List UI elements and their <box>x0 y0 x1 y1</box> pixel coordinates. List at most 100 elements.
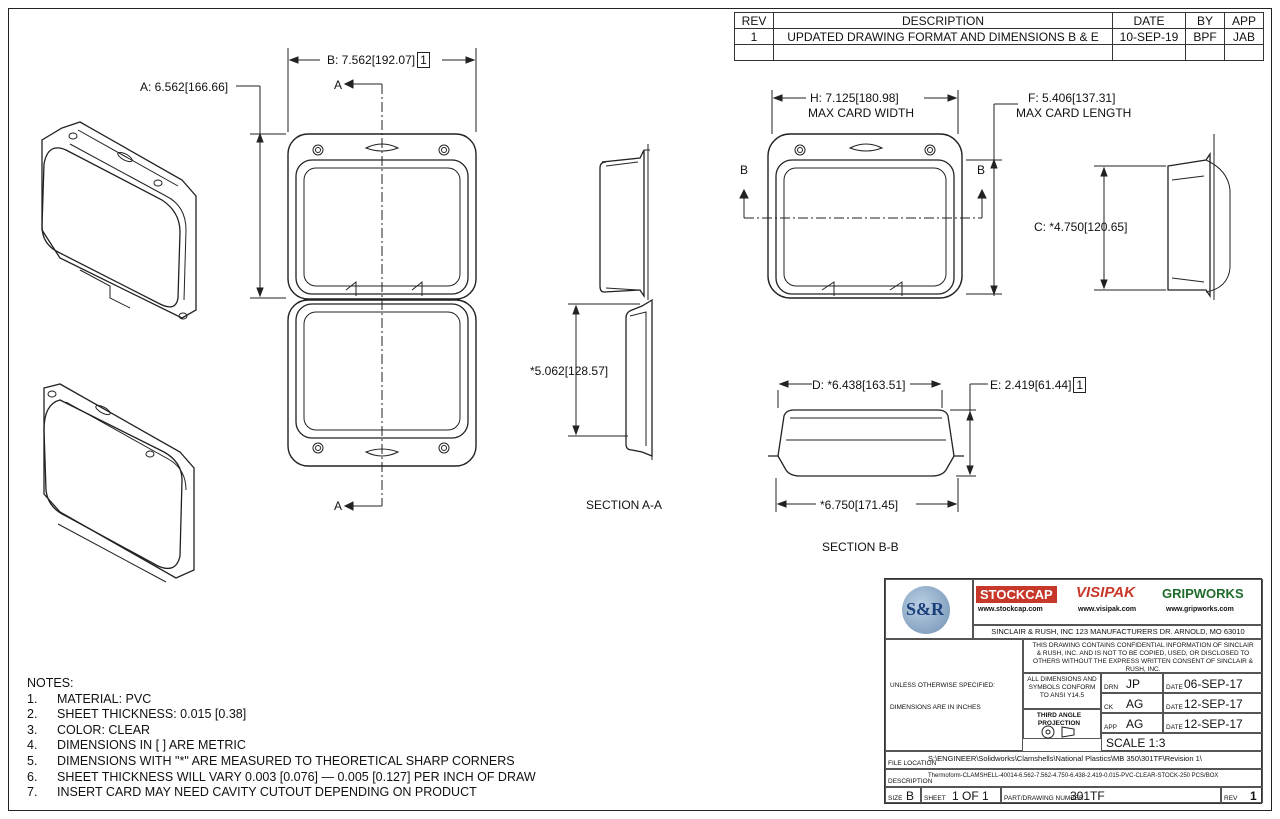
part-number-label: PART/DRAWING NUMBER <box>1004 795 1084 802</box>
dim-h-lines <box>771 90 959 134</box>
part-description: Thermoform-CLAMSHELL-40014-6.562-7.562-4… <box>928 773 1219 779</box>
projection-label: THIRD ANGLE PROJECTION <box>1036 712 1082 727</box>
dim-e-label: E: 2.419[61.44]1 <box>990 377 1087 393</box>
date-label: DATE <box>1166 724 1183 731</box>
note-item: 6.SHEET THICKNESS WILL VARY 0.003 [0.076… <box>27 769 536 784</box>
date-label: DATE <box>1166 684 1183 691</box>
drn-date: 06-SEP-17 <box>1184 677 1243 691</box>
visipak-url: www.visipak.com <box>1078 606 1137 613</box>
dimensions-inches: DIMENSIONS ARE IN INCHES <box>890 704 981 711</box>
arrow-head <box>343 501 354 511</box>
drn-value: JP <box>1126 677 1141 691</box>
sr-logo: S&R <box>906 599 945 619</box>
date-label: DATE <box>1166 704 1183 711</box>
section-marker-b-left: B <box>740 163 749 177</box>
arrow-head <box>343 79 354 89</box>
sheet-cell: SHEET 1 OF 1 <box>921 787 1001 803</box>
projection-cell: THIRD ANGLE PROJECTION <box>1023 709 1101 739</box>
size-label: SIZE <box>888 795 903 802</box>
dim-b-label: B: 7.562[192.07]1 <box>327 52 430 68</box>
dim-f-sublabel: MAX CARD LENGTH <box>1016 106 1132 120</box>
section-aa-view <box>568 144 653 460</box>
dim-b-lines <box>287 48 477 132</box>
dim-depth-label: *5.062[128.57] <box>530 364 609 378</box>
side-view-right <box>1094 134 1231 300</box>
dim-a-lines <box>236 85 286 299</box>
dim-d-label: D: *6.438[163.51] <box>812 378 906 392</box>
sheet-value: 1 OF 1 <box>952 789 989 803</box>
section-marker-a-top: A <box>334 78 343 92</box>
revision-empty-row <box>734 44 1264 61</box>
tolerance-cell: UNLESS OTHERWISE SPECIFIED: DIMENSIONS A… <box>885 639 1023 751</box>
notes-block: NOTES: 1.MATERIAL: PVC 2.SHEET THICKNESS… <box>27 676 536 801</box>
note-item: 3.COLOR: CLEAR <box>27 722 151 737</box>
isometric-view-top <box>41 121 197 320</box>
drawing-sheet-border <box>8 8 1272 811</box>
stockcap-logo: STOCKCAP <box>976 586 1057 603</box>
isometric-view-bottom <box>43 383 195 583</box>
app-header: APP <box>1224 12 1264 29</box>
file-location-label: FILE LOCATION <box>888 760 937 767</box>
note-flag: 1 <box>1073 377 1087 393</box>
file-location: S:\ENGINEER\Solidworks\Clamshells\Nation… <box>928 754 1202 763</box>
section-marker-b-right: B <box>977 163 986 177</box>
section-bb-view <box>768 380 988 512</box>
notes-title: NOTES: <box>27 676 74 690</box>
gripworks-url: www.gripworks.com <box>1166 606 1234 613</box>
gripworks-logo: GRIPWORKS <box>1162 586 1244 601</box>
rev-value: 1 <box>1250 789 1257 803</box>
revision-table: REV DESCRIPTION DATE BY APP 1 UPDATED DR… <box>734 12 1264 61</box>
description-label: DESCRIPTION <box>888 778 933 785</box>
size-value: B <box>906 789 915 803</box>
brand-strip: STOCKCAP www.stockcap.com VISIPAK www.vi… <box>973 579 1263 625</box>
sheet-label: SHEET <box>924 795 946 802</box>
section-aa-label: SECTION A-A <box>586 498 663 512</box>
unless-specified: UNLESS OTHERWISE SPECIFIED: <box>890 682 995 689</box>
dim-a-label: A: 6.562[166.66] <box>140 80 229 94</box>
dim-c-label: C: *4.750[120.65] <box>1034 220 1128 234</box>
note-item: 7.INSERT CARD MAY NEED CAVITY CUTOUT DEP… <box>27 785 477 800</box>
rev-label: REV <box>1224 795 1238 802</box>
dim-f-label: F: 5.406[137.31] <box>1028 91 1116 105</box>
section-marker-a-bottom: A <box>334 499 343 513</box>
dim-overall-label: *6.750[171.45] <box>820 498 899 512</box>
title-block: S&R STOCKCAP www.stockcap.com VISIPAK ww… <box>884 578 1263 804</box>
sr-logo-cell: S&R <box>885 579 973 639</box>
confidential-notice: THIS DRAWING CONTAINS CONFIDENTIAL INFOR… <box>1023 639 1263 673</box>
ck-value: AG <box>1126 697 1144 711</box>
globe-icon <box>902 586 950 634</box>
ck-date: 12-SEP-17 <box>1184 697 1243 711</box>
note-item: 5.DIMENSIONS WITH "*" ARE MEASURED TO TH… <box>27 753 515 768</box>
note-item: 2.SHEET THICKNESS: 0.015 [0.38] <box>27 707 247 722</box>
part-number: 301TF <box>1070 789 1105 803</box>
ansi-note: ALL DIMENSIONS AND SYMBOLS CONFORM TO AN… <box>1023 673 1101 709</box>
scale: SCALE 1:3 <box>1101 733 1263 751</box>
app-value: AG <box>1126 717 1144 731</box>
note-item: 1.MATERIAL: PVC <box>27 691 152 706</box>
company-address: SINCLAIR & RUSH, INC 123 MANUFACTURERS D… <box>973 625 1263 639</box>
visipak-logo: VISIPAK <box>1076 584 1135 601</box>
note-flag: 1 <box>417 52 430 68</box>
dim-f-lines <box>966 103 1018 296</box>
rev-cell: REV 1 <box>1221 787 1263 803</box>
description-header: DESCRIPTION <box>773 12 1113 29</box>
stockcap-url: www.stockcap.com <box>978 606 1043 613</box>
note-item: 4.DIMENSIONS IN [ ] ARE METRIC <box>27 738 246 753</box>
dim-h-sublabel: MAX CARD WIDTH <box>808 106 914 120</box>
app-cell: JAB <box>1224 28 1264 45</box>
arrow-head <box>739 188 749 199</box>
app-date: 12-SEP-17 <box>1184 717 1243 731</box>
closed-view <box>767 133 963 299</box>
arrow-head <box>977 188 987 199</box>
